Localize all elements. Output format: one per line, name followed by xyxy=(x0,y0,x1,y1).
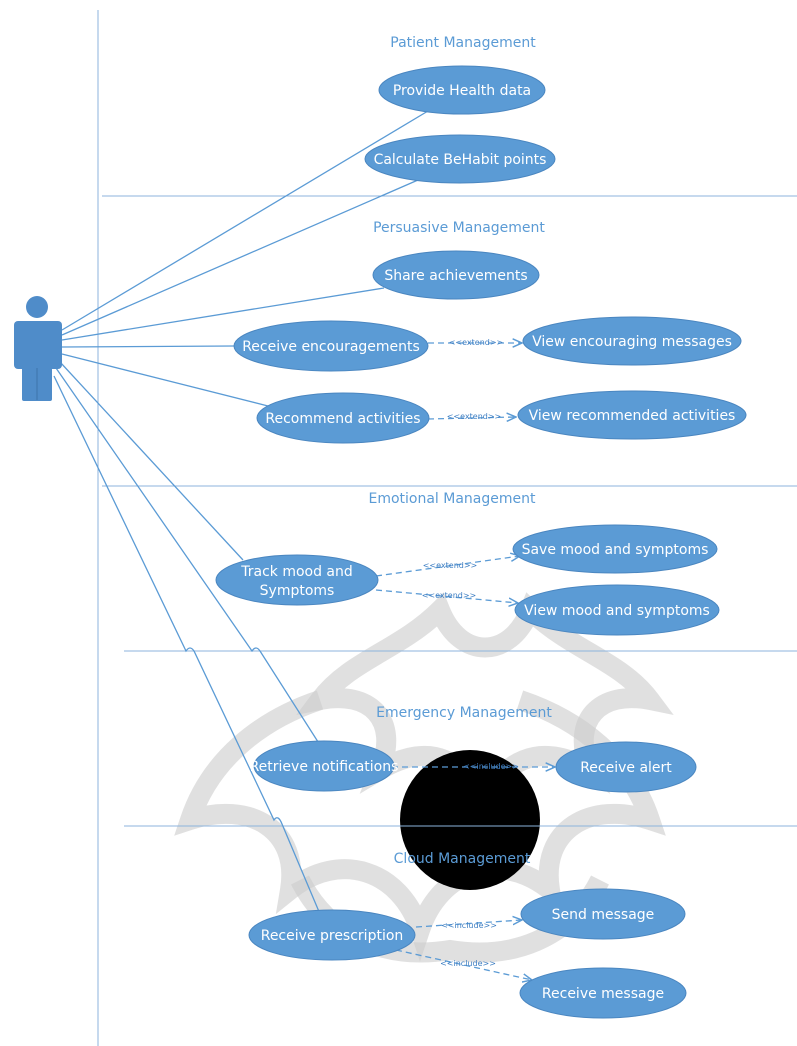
use-case-label: Retrieve notifications xyxy=(250,759,399,775)
use-case-view-recommended-activities[interactable]: View recommended activities xyxy=(517,390,747,440)
use-case-recommend-activities[interactable]: Recommend activities xyxy=(256,392,430,444)
dependencies: <<extend>> <<extend>> <<extend>> <<exten… xyxy=(375,338,555,980)
section-title-patient: Patient Management xyxy=(390,35,536,51)
include-label-send: <<include>> xyxy=(441,921,497,930)
include-label-receive: <<include>> xyxy=(440,959,496,968)
section-title-emotional: Emotional Management xyxy=(368,491,536,507)
use-case-save-mood[interactable]: Save mood and symptoms xyxy=(512,524,718,574)
section-title-emergency: Emergency Management xyxy=(376,705,552,721)
include-send-message xyxy=(415,920,522,928)
use-case-receive-message[interactable]: Receive message xyxy=(519,967,687,1019)
assoc-receive-prescription xyxy=(53,375,321,915)
use-case-label: Share achievements xyxy=(384,268,527,284)
extend-view-mood xyxy=(375,589,518,603)
use-case-share-achievements[interactable]: Share achievements xyxy=(372,250,540,300)
patient-actor[interactable] xyxy=(14,296,62,401)
use-case-label: Provide Health data xyxy=(393,83,531,99)
use-case-label: Send message xyxy=(552,907,655,923)
use-case-label: Calculate BeHabit points xyxy=(374,152,547,168)
extend-label-recommended: <<extend>> xyxy=(447,412,502,421)
extend-label-save-mood: <<extend>> xyxy=(423,561,478,570)
assoc-provide-health-data xyxy=(61,110,429,331)
use-case-label: Receive alert xyxy=(580,760,672,776)
assoc-calculate-points xyxy=(61,179,419,336)
assoc-track-mood xyxy=(59,361,244,561)
use-case-receive-prescription[interactable]: Receive prescription xyxy=(248,909,416,961)
use-case-receive-encouragements[interactable]: Receive encouragements xyxy=(233,320,429,372)
use-case-calculate-points[interactable]: Calculate BeHabit points xyxy=(364,134,556,184)
extend-label-encouraging: <<extend>> xyxy=(449,338,504,347)
use-case-label: Recommend activities xyxy=(265,411,420,427)
use-case-label: View encouraging messages xyxy=(532,334,732,350)
section-title-persuasive: Persuasive Management xyxy=(373,220,545,236)
use-case-provide-health-data[interactable]: Provide Health data xyxy=(378,65,546,115)
extend-recommended-activities xyxy=(427,417,516,419)
use-case-view-mood[interactable]: View mood and symptoms xyxy=(514,584,720,636)
use-case-label: Save mood and symptoms xyxy=(522,542,709,558)
use-case-label: View recommended activities xyxy=(529,408,736,424)
use-case-label: Track mood and xyxy=(240,564,353,580)
actor-head xyxy=(26,296,48,318)
extend-save-mood xyxy=(375,556,520,577)
include-receive-message xyxy=(395,949,532,980)
use-case-send-message[interactable]: Send message xyxy=(520,888,686,940)
actor-body xyxy=(14,321,62,369)
section-title-cloud: Cloud Management xyxy=(394,851,531,867)
use-case-label: Receive message xyxy=(542,986,664,1002)
system-boundary xyxy=(97,10,797,1046)
use-case-label: Symptoms xyxy=(260,583,335,599)
actor-associations xyxy=(53,110,429,915)
use-case-label: Receive prescription xyxy=(261,928,404,944)
use-case-label: Receive encouragements xyxy=(242,339,420,355)
use-case-track-mood[interactable]: Track mood and Symptoms xyxy=(215,554,379,606)
assoc-share-achievements xyxy=(61,287,385,341)
assoc-receive-encouragements xyxy=(61,345,235,348)
assoc-retrieve-notifications xyxy=(55,367,321,746)
assoc-recommend-activities xyxy=(61,353,269,407)
include-label-alert: <<include>> xyxy=(463,762,519,771)
use-case-receive-alert[interactable]: Receive alert xyxy=(555,741,697,793)
use-case-retrieve-notifications[interactable]: Retrieve notifications xyxy=(250,740,399,792)
use-case-label: View mood and symptoms xyxy=(524,603,710,619)
extend-label-view-mood: <<extend>> xyxy=(422,591,477,600)
use-case-view-encouraging-messages[interactable]: View encouraging messages xyxy=(522,316,742,366)
